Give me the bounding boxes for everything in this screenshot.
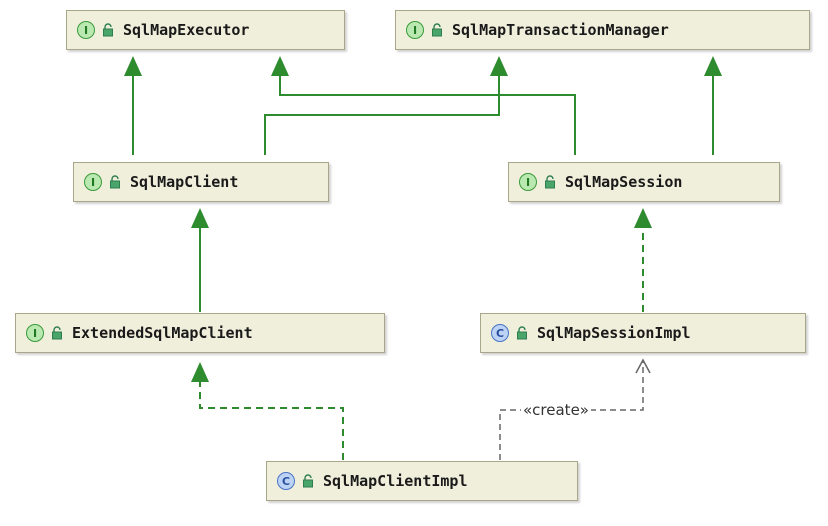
interface-icon: I bbox=[406, 21, 424, 39]
class-icon: C bbox=[277, 472, 295, 490]
create-stereotype-label: «create» bbox=[521, 401, 591, 419]
class-name: SqlMapClient bbox=[130, 173, 239, 191]
edge-sessionimpl-implements-session bbox=[634, 208, 652, 312]
node-sqlmapclient[interactable]: I SqlMapClient bbox=[73, 162, 329, 202]
edge-session-extends-txmanager bbox=[704, 56, 722, 155]
interface-icon: I bbox=[77, 21, 95, 39]
interface-icon: I bbox=[519, 173, 537, 191]
edge-clientimpl-implements-extclient bbox=[191, 362, 344, 460]
class-name: SqlMapClientImpl bbox=[323, 472, 468, 490]
class-name: SqlMapSessionImpl bbox=[537, 324, 691, 342]
class-name: SqlMapTransactionManager bbox=[452, 21, 669, 39]
node-sqlmapexecutor[interactable]: I SqlMapExecutor bbox=[66, 10, 345, 50]
interface-icon: I bbox=[26, 324, 44, 342]
edge-client-extends-executor bbox=[124, 56, 142, 155]
node-extendedsqlmapclient[interactable]: I ExtendedSqlMapClient bbox=[15, 313, 385, 353]
class-name: ExtendedSqlMapClient bbox=[72, 324, 253, 342]
edge-session-extends-executor bbox=[271, 56, 576, 155]
node-sqlmaptransactionmanager[interactable]: I SqlMapTransactionManager bbox=[395, 10, 810, 50]
lock-icon bbox=[103, 23, 113, 37]
edge-client-extends-txmanager bbox=[264, 56, 508, 155]
lock-icon bbox=[52, 326, 62, 340]
class-name: SqlMapExecutor bbox=[123, 21, 250, 39]
lock-icon bbox=[517, 326, 527, 340]
edge-extclient-extends-client bbox=[191, 208, 209, 312]
node-sqlmapsessionimpl[interactable]: C SqlMapSessionImpl bbox=[480, 313, 806, 353]
node-sqlmapsession[interactable]: I SqlMapSession bbox=[508, 162, 780, 202]
interface-icon: I bbox=[84, 173, 102, 191]
class-name: SqlMapSession bbox=[565, 173, 683, 191]
lock-icon bbox=[303, 474, 313, 488]
lock-icon bbox=[545, 175, 555, 189]
lock-icon bbox=[110, 175, 120, 189]
class-icon: C bbox=[491, 324, 509, 342]
node-sqlmapclientimpl[interactable]: C SqlMapClientImpl bbox=[266, 461, 578, 501]
lock-icon bbox=[432, 23, 442, 37]
